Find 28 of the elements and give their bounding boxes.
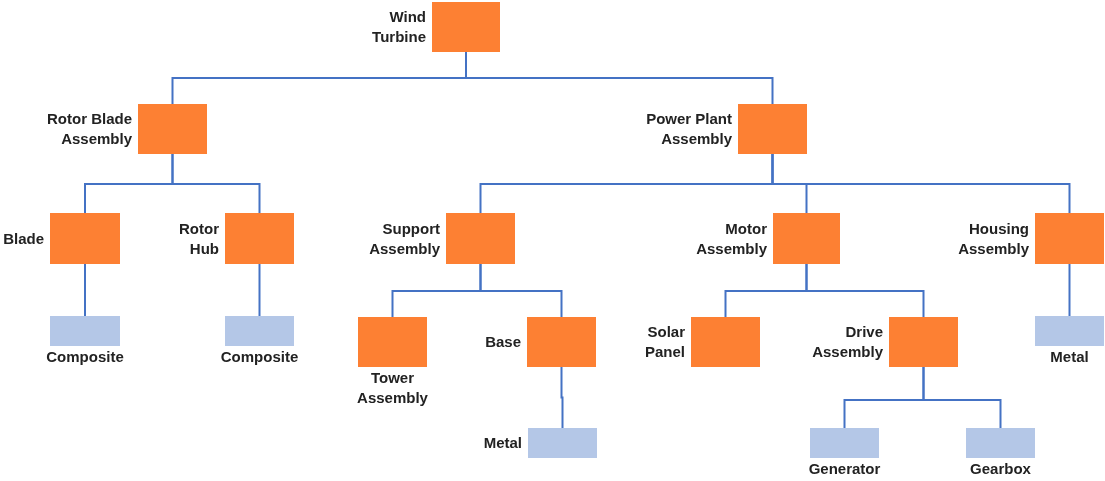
component-label: Composite xyxy=(45,347,125,367)
component-label: Base xyxy=(484,332,521,352)
component-label: Drive Assembly xyxy=(811,322,883,362)
component-label: Rotor Hub xyxy=(178,218,219,259)
component-label: Gearbox xyxy=(969,459,1032,479)
component-label: Motor Assembly xyxy=(695,218,767,259)
component-label: Housing Assembly xyxy=(957,218,1029,259)
connector-line xyxy=(922,366,1002,429)
component-label: Composite xyxy=(219,347,300,367)
component-label: Generator xyxy=(807,459,882,479)
component-label: Power Plant Assembly xyxy=(645,109,732,149)
connector-line xyxy=(84,263,86,317)
connector-line xyxy=(479,263,563,318)
component-label: Support Assembly xyxy=(368,218,440,259)
connector-line xyxy=(805,263,925,318)
connector-line xyxy=(171,153,261,214)
component-label: Metal xyxy=(1049,347,1090,367)
component-label: Blade xyxy=(2,228,44,249)
connector-line xyxy=(771,153,1071,214)
component-label: Wind Turbine xyxy=(371,7,426,47)
connector-line xyxy=(465,51,774,105)
component-label: Solar Panel xyxy=(643,322,685,362)
component-label: Tower Assembly xyxy=(356,368,429,408)
component-label: Rotor Blade Assembly xyxy=(46,109,132,149)
connector-line xyxy=(1068,263,1071,317)
connector-line xyxy=(560,366,564,429)
component-label: Metal xyxy=(482,433,522,453)
connector-line xyxy=(258,263,261,317)
